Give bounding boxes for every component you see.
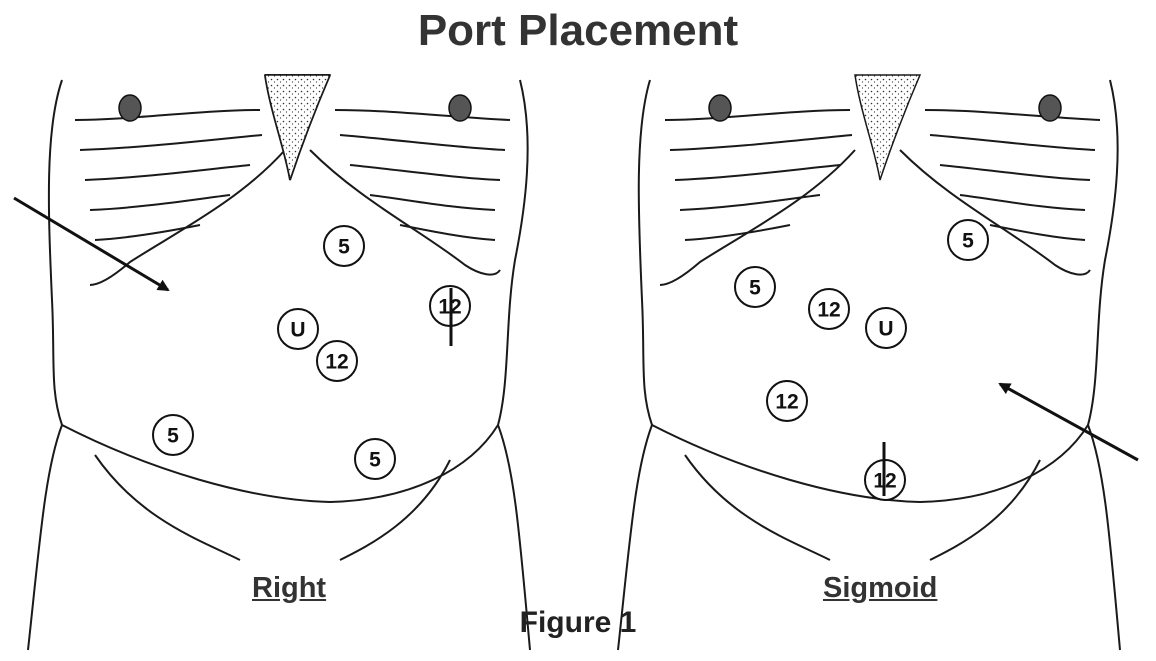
- port-marker: 5: [324, 226, 364, 266]
- sternum-right: [855, 75, 920, 180]
- svg-text:5: 5: [338, 236, 350, 259]
- figure-caption: Figure 1: [0, 606, 1156, 640]
- svg-text:U: U: [290, 319, 305, 342]
- svg-text:12: 12: [817, 299, 840, 322]
- port-marker: 12: [430, 286, 470, 346]
- svg-text:5: 5: [369, 449, 381, 472]
- port-marker: 12: [865, 442, 905, 500]
- port-marker: U: [866, 308, 906, 348]
- svg-text:12: 12: [325, 351, 348, 374]
- svg-text:5: 5: [962, 230, 974, 253]
- sternum-left: [265, 75, 330, 180]
- torso-drawing-right: [618, 80, 1120, 650]
- svg-text:U: U: [878, 318, 893, 341]
- port-marker: U: [278, 309, 318, 349]
- port-marker: 5: [355, 439, 395, 479]
- port-marker: 12: [809, 289, 849, 329]
- svg-text:5: 5: [749, 277, 761, 300]
- port-marker: 5: [948, 220, 988, 260]
- svg-text:12: 12: [775, 391, 798, 414]
- nipple-left-a: [119, 95, 141, 121]
- nipple-right-a: [709, 95, 731, 121]
- nipple-left-b: [449, 95, 471, 121]
- nipple-right-b: [1039, 95, 1061, 121]
- port-marker: 12: [767, 381, 807, 421]
- panel-label-sigmoid: Sigmoid: [823, 572, 937, 605]
- port-marker: 5: [735, 267, 775, 307]
- camera-arrow-left: [14, 198, 168, 290]
- panel-label-right: Right: [252, 572, 326, 605]
- port-marker: 12: [317, 341, 357, 381]
- torso-drawing-left: [28, 75, 530, 650]
- port-marker: 5: [153, 415, 193, 455]
- svg-text:5: 5: [167, 425, 179, 448]
